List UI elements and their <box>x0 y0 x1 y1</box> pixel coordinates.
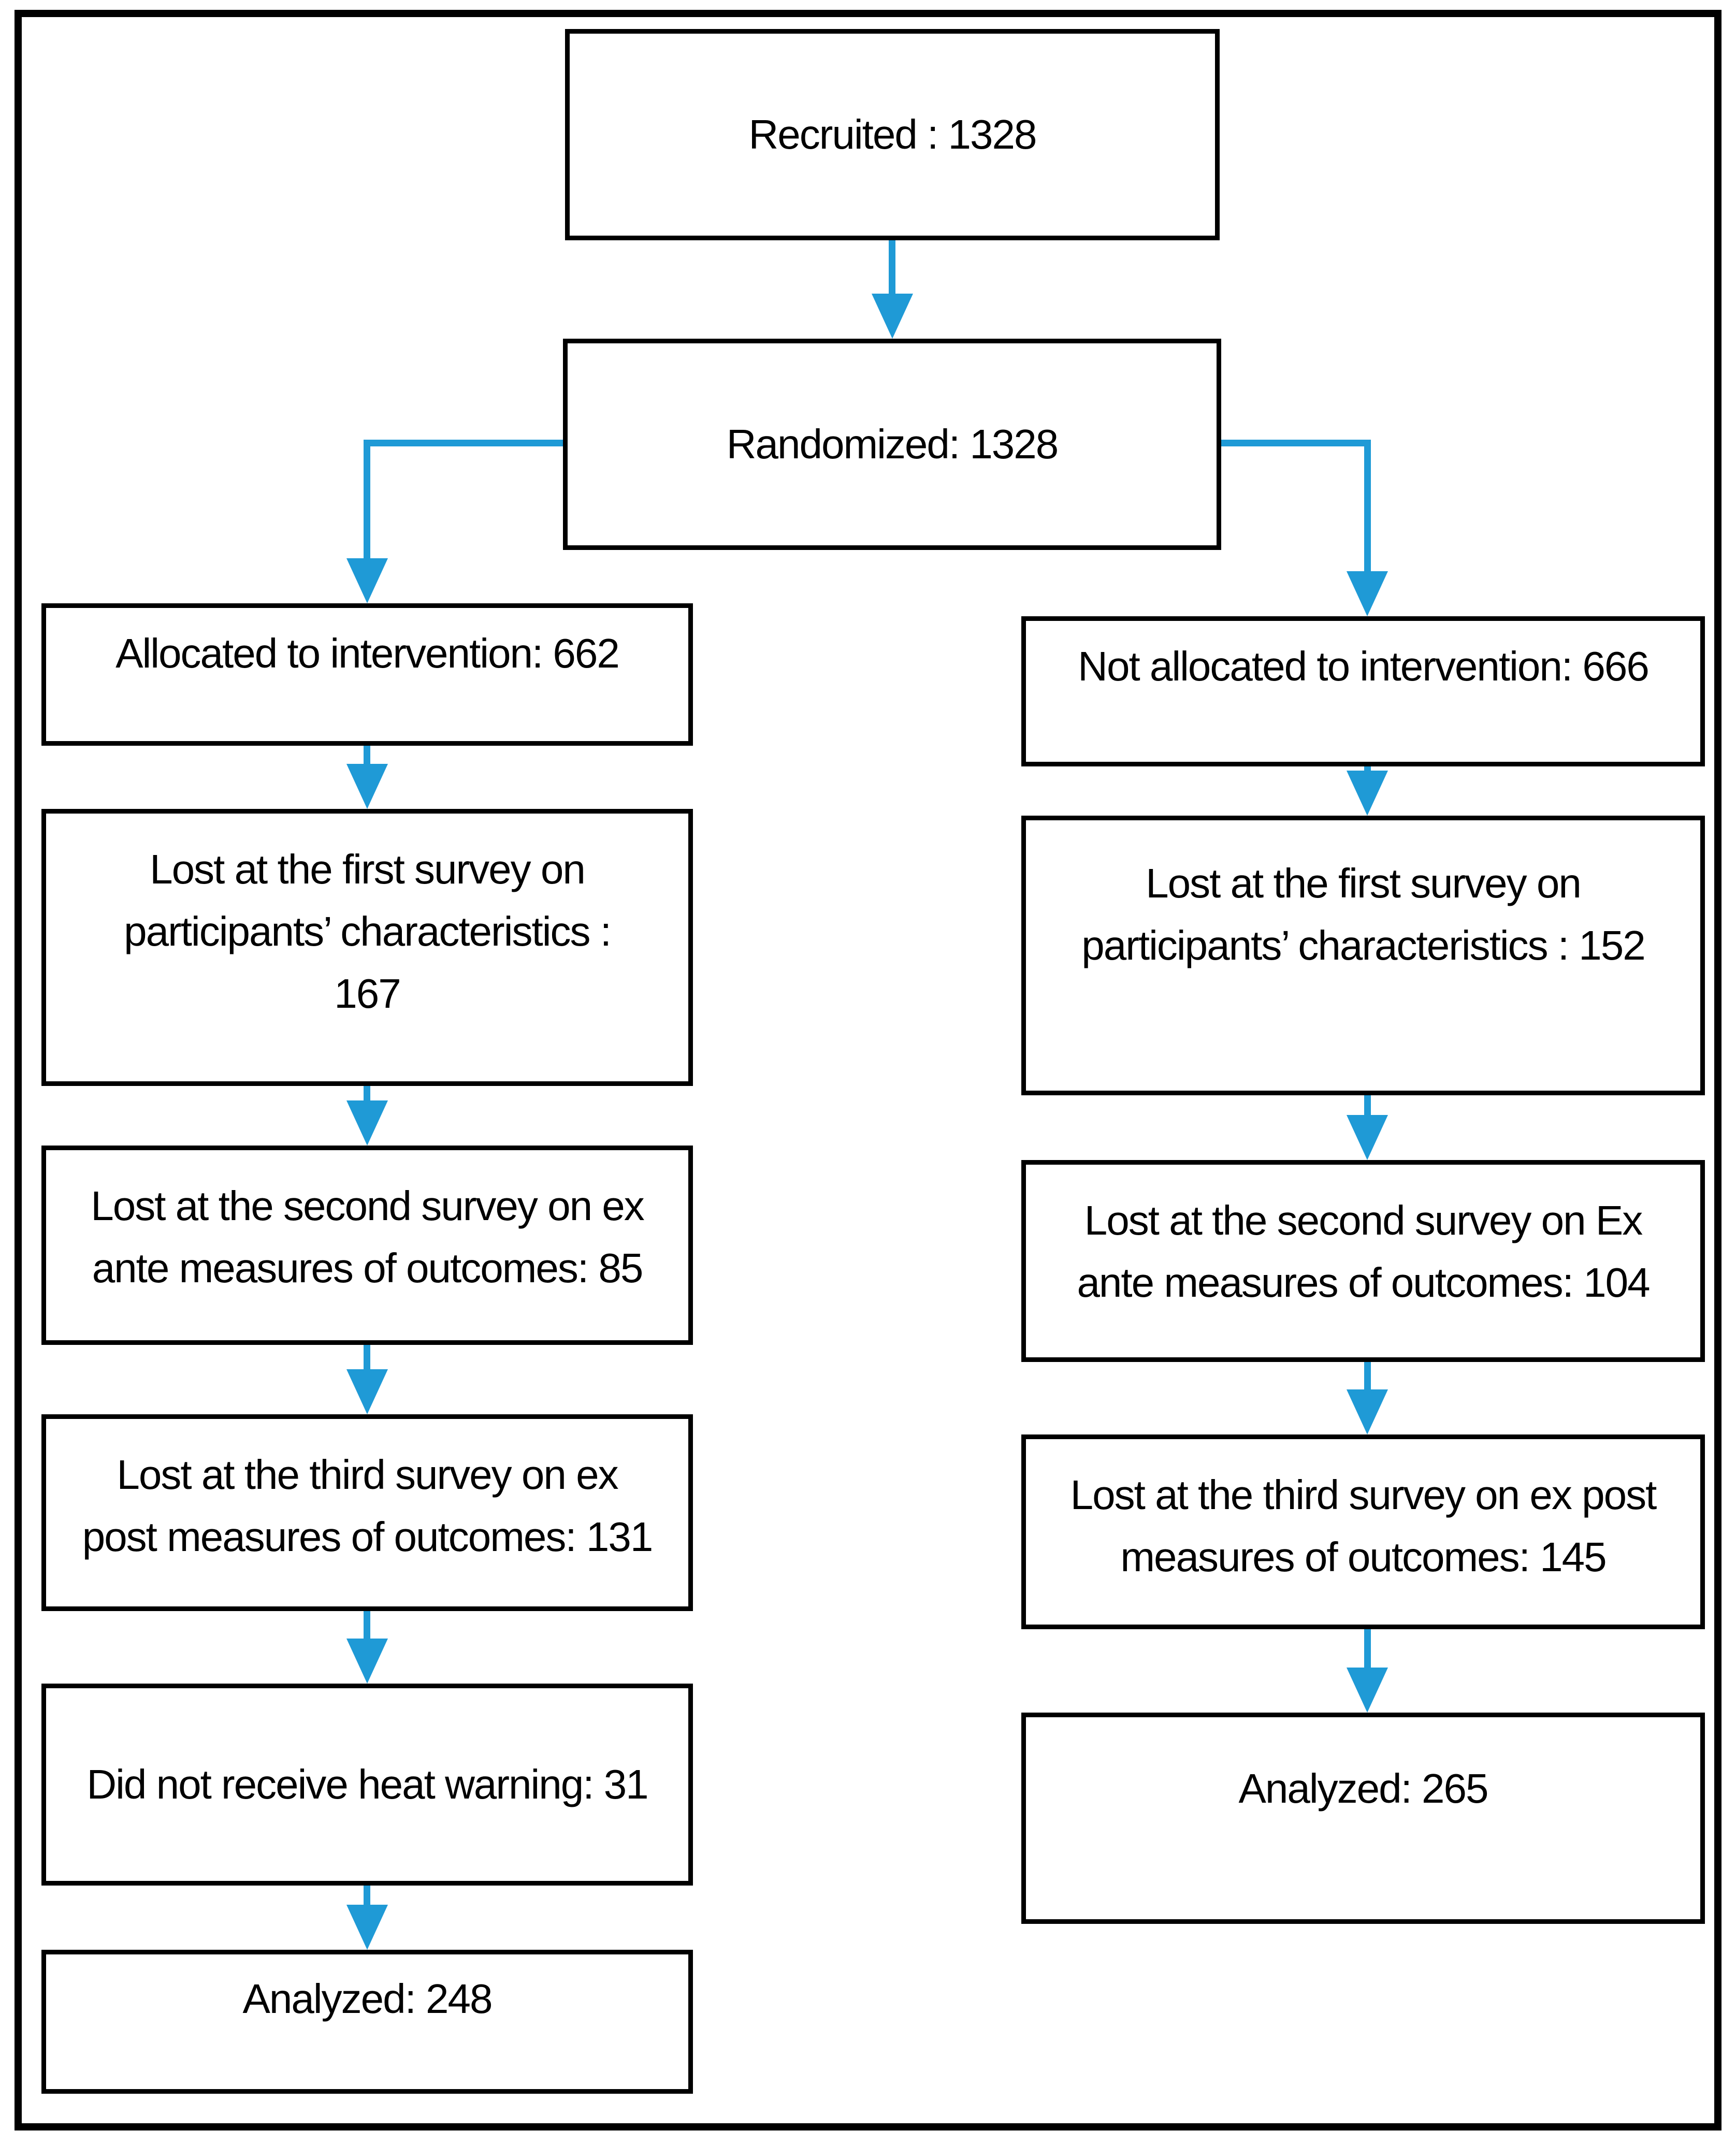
arrow-down-icon <box>1347 1389 1388 1434</box>
connector-randomized-to-allocated-vertical <box>364 440 370 558</box>
node-label: Analyzed: 248 <box>242 1976 493 2022</box>
node-lost-third-survey-right: Lost at the third survey on ex post meas… <box>1021 1434 1705 1629</box>
node-lost-second-survey-right: Lost at the second survey on Ex ante mea… <box>1021 1160 1705 1362</box>
arrow-down-icon <box>1347 1668 1388 1713</box>
arrow-lost-first-to-lost-second-line <box>1364 1095 1371 1115</box>
node-not-allocated-to-intervention: Not allocated to intervention: 666 <box>1021 616 1705 766</box>
arrow-down-icon <box>1347 571 1388 616</box>
node-label: measures of outcomes: 145 <box>1120 1534 1607 1580</box>
arrow-lost-third-to-analyzed-line <box>1364 1629 1371 1668</box>
arrow-lost-second-to-lost-third-line <box>364 1345 370 1369</box>
node-lost-first-survey-left: Lost at the first survey on participants… <box>41 809 693 1086</box>
arrow-down-icon <box>346 1905 388 1950</box>
arrow-heat-warning-to-analyzed-line <box>364 1886 370 1905</box>
node-randomized: Randomized: 1328 <box>563 339 1221 550</box>
arrow-down-icon <box>346 1100 388 1146</box>
arrow-lost-second-to-lost-third-line <box>1364 1362 1371 1389</box>
node-label: Not allocated to intervention: 666 <box>1078 643 1650 689</box>
arrow-down-icon <box>872 294 913 339</box>
node-label: participants’ characteristics : 152 <box>1081 922 1646 968</box>
arrow-not-allocated-to-lost-first-line <box>1364 766 1371 772</box>
diagram-border <box>15 10 1721 2130</box>
node-label: 167 <box>334 970 401 1017</box>
node-allocated-to-intervention: Allocated to intervention: 662 <box>41 603 693 746</box>
connector-randomized-to-not-allocated-vertical <box>1364 440 1371 571</box>
node-recruited: Recruited : 1328 <box>565 29 1220 240</box>
node-label: Recruited : 1328 <box>748 111 1037 157</box>
node-label: Lost at the second survey on ex <box>91 1183 645 1229</box>
connector-randomized-to-not-allocated-horizontal <box>1221 440 1371 446</box>
node-label: Analyzed: 265 <box>1238 1765 1488 1811</box>
node-label: Lost at the second survey on Ex <box>1084 1197 1643 1243</box>
node-label: participants’ characteristics : <box>124 908 612 954</box>
connector-randomized-to-allocated-horizontal <box>364 440 563 446</box>
node-lost-second-survey-left: Lost at the second survey on ex ante mea… <box>41 1146 693 1345</box>
node-label: Lost at the first survey on <box>1146 860 1582 906</box>
node-did-not-receive-heat-warning: Did not receive heat warning: 31 <box>41 1684 693 1886</box>
arrow-down-icon <box>346 1639 388 1684</box>
node-label: Lost at the third survey on ex <box>117 1452 618 1498</box>
node-lost-third-survey-left: Lost at the third survey on ex post meas… <box>41 1414 693 1611</box>
arrow-lost-first-to-lost-second-line <box>364 1086 370 1100</box>
node-label: ante measures of outcomes: 85 <box>92 1245 644 1291</box>
node-analyzed-right: Analyzed: 265 <box>1021 1713 1705 1924</box>
arrow-down-icon <box>1347 771 1388 816</box>
arrow-lost-third-to-heat-warning-line <box>364 1611 370 1639</box>
node-label: post measures of outcomes: 131 <box>82 1514 654 1560</box>
arrow-down-icon <box>346 558 388 603</box>
node-analyzed-left: Analyzed: 248 <box>41 1950 693 2094</box>
arrow-down-icon <box>346 1369 388 1414</box>
arrow-down-icon <box>1347 1115 1388 1160</box>
node-label: Lost at the first survey on <box>150 846 586 892</box>
node-label: Allocated to intervention: 662 <box>115 630 620 676</box>
node-label: Did not receive heat warning: 31 <box>86 1761 648 1807</box>
node-label: Lost at the third survey on ex post <box>1070 1472 1657 1518</box>
node-label: Randomized: 1328 <box>726 421 1059 467</box>
node-label: ante measures of outcomes: 104 <box>1077 1259 1650 1306</box>
arrow-down-icon <box>346 764 388 809</box>
node-lost-first-survey-right: Lost at the first survey on participants… <box>1021 816 1705 1095</box>
arrow-allocated-to-lost-first-line <box>364 746 370 764</box>
arrow-recruited-to-randomized-line <box>889 240 895 294</box>
